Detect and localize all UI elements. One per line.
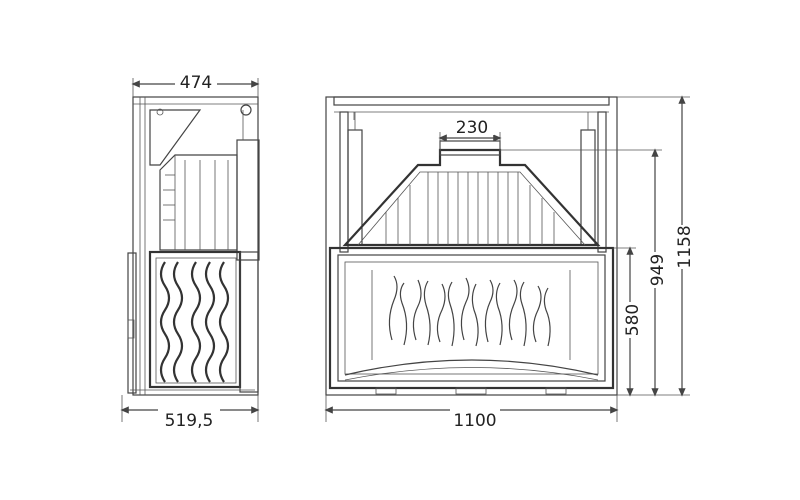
side-firebox — [148, 250, 242, 389]
side-view: 474 519,5 — [120, 72, 260, 431]
side-collar — [236, 139, 260, 261]
side-left-flange — [127, 252, 137, 394]
dim-label-474: 474 — [180, 73, 212, 93]
side-hood — [159, 154, 238, 251]
dim-label-949: 949 — [648, 254, 668, 286]
dim-label-1158: 1158 — [675, 225, 695, 268]
front-ash-lip — [344, 359, 599, 376]
dim-label-519: 519,5 — [165, 411, 214, 431]
side-heat-fins — [159, 261, 230, 383]
dim-label-1100: 1100 — [453, 411, 496, 431]
front-glass — [344, 261, 599, 375]
dim-label-580: 580 — [623, 304, 643, 336]
front-hood — [342, 148, 601, 247]
front-collar — [439, 140, 501, 156]
flame-lines — [388, 275, 551, 347]
front-view: 230 1100 1158 949 580 — [324, 95, 695, 431]
front-door — [328, 246, 615, 390]
side-brace — [149, 109, 202, 166]
side-outer-frame — [132, 96, 259, 396]
hood-slats — [385, 172, 555, 245]
dim-label-230: 230 — [456, 118, 488, 138]
side-bolt-icon — [240, 104, 252, 116]
